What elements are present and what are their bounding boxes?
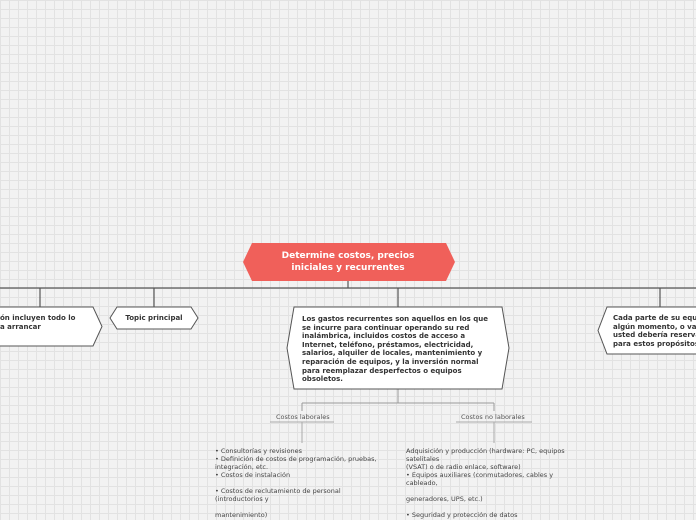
subtopic-costos-laborales[interactable]: Costos laborales (276, 413, 330, 421)
main-connectors (0, 281, 696, 307)
center-main-node-shape[interactable] (286, 306, 510, 390)
right-partial-node-text: Cada parte de su equ algún momento, o va… (613, 314, 696, 348)
right-partial-node-shape[interactable] (597, 306, 696, 355)
topic-principal-text: Topic principal (125, 314, 183, 322)
left-partial-node-shape[interactable] (0, 306, 103, 347)
root-node-shape[interactable] (243, 243, 455, 281)
root-node-title: Determine costos, precios iniciales y re… (281, 251, 415, 273)
subtopic-connectors (301, 389, 495, 411)
center-main-node-text: Los gastos recurrentes son aquellos en l… (302, 315, 488, 384)
detail-costos-laborales: • Consultorías y revisiones • Definición… (215, 447, 377, 519)
detail-costos-no-laborales: Adquisición y producción (hardware: PC, … (406, 447, 565, 519)
leaf-lines (270, 421, 532, 443)
subtopic-costos-no-laborales[interactable]: Costos no laborales (461, 413, 525, 421)
left-partial-node-text: ón incluyen todo lo a arrancar (0, 314, 76, 331)
topic-principal-shape[interactable] (109, 306, 199, 330)
